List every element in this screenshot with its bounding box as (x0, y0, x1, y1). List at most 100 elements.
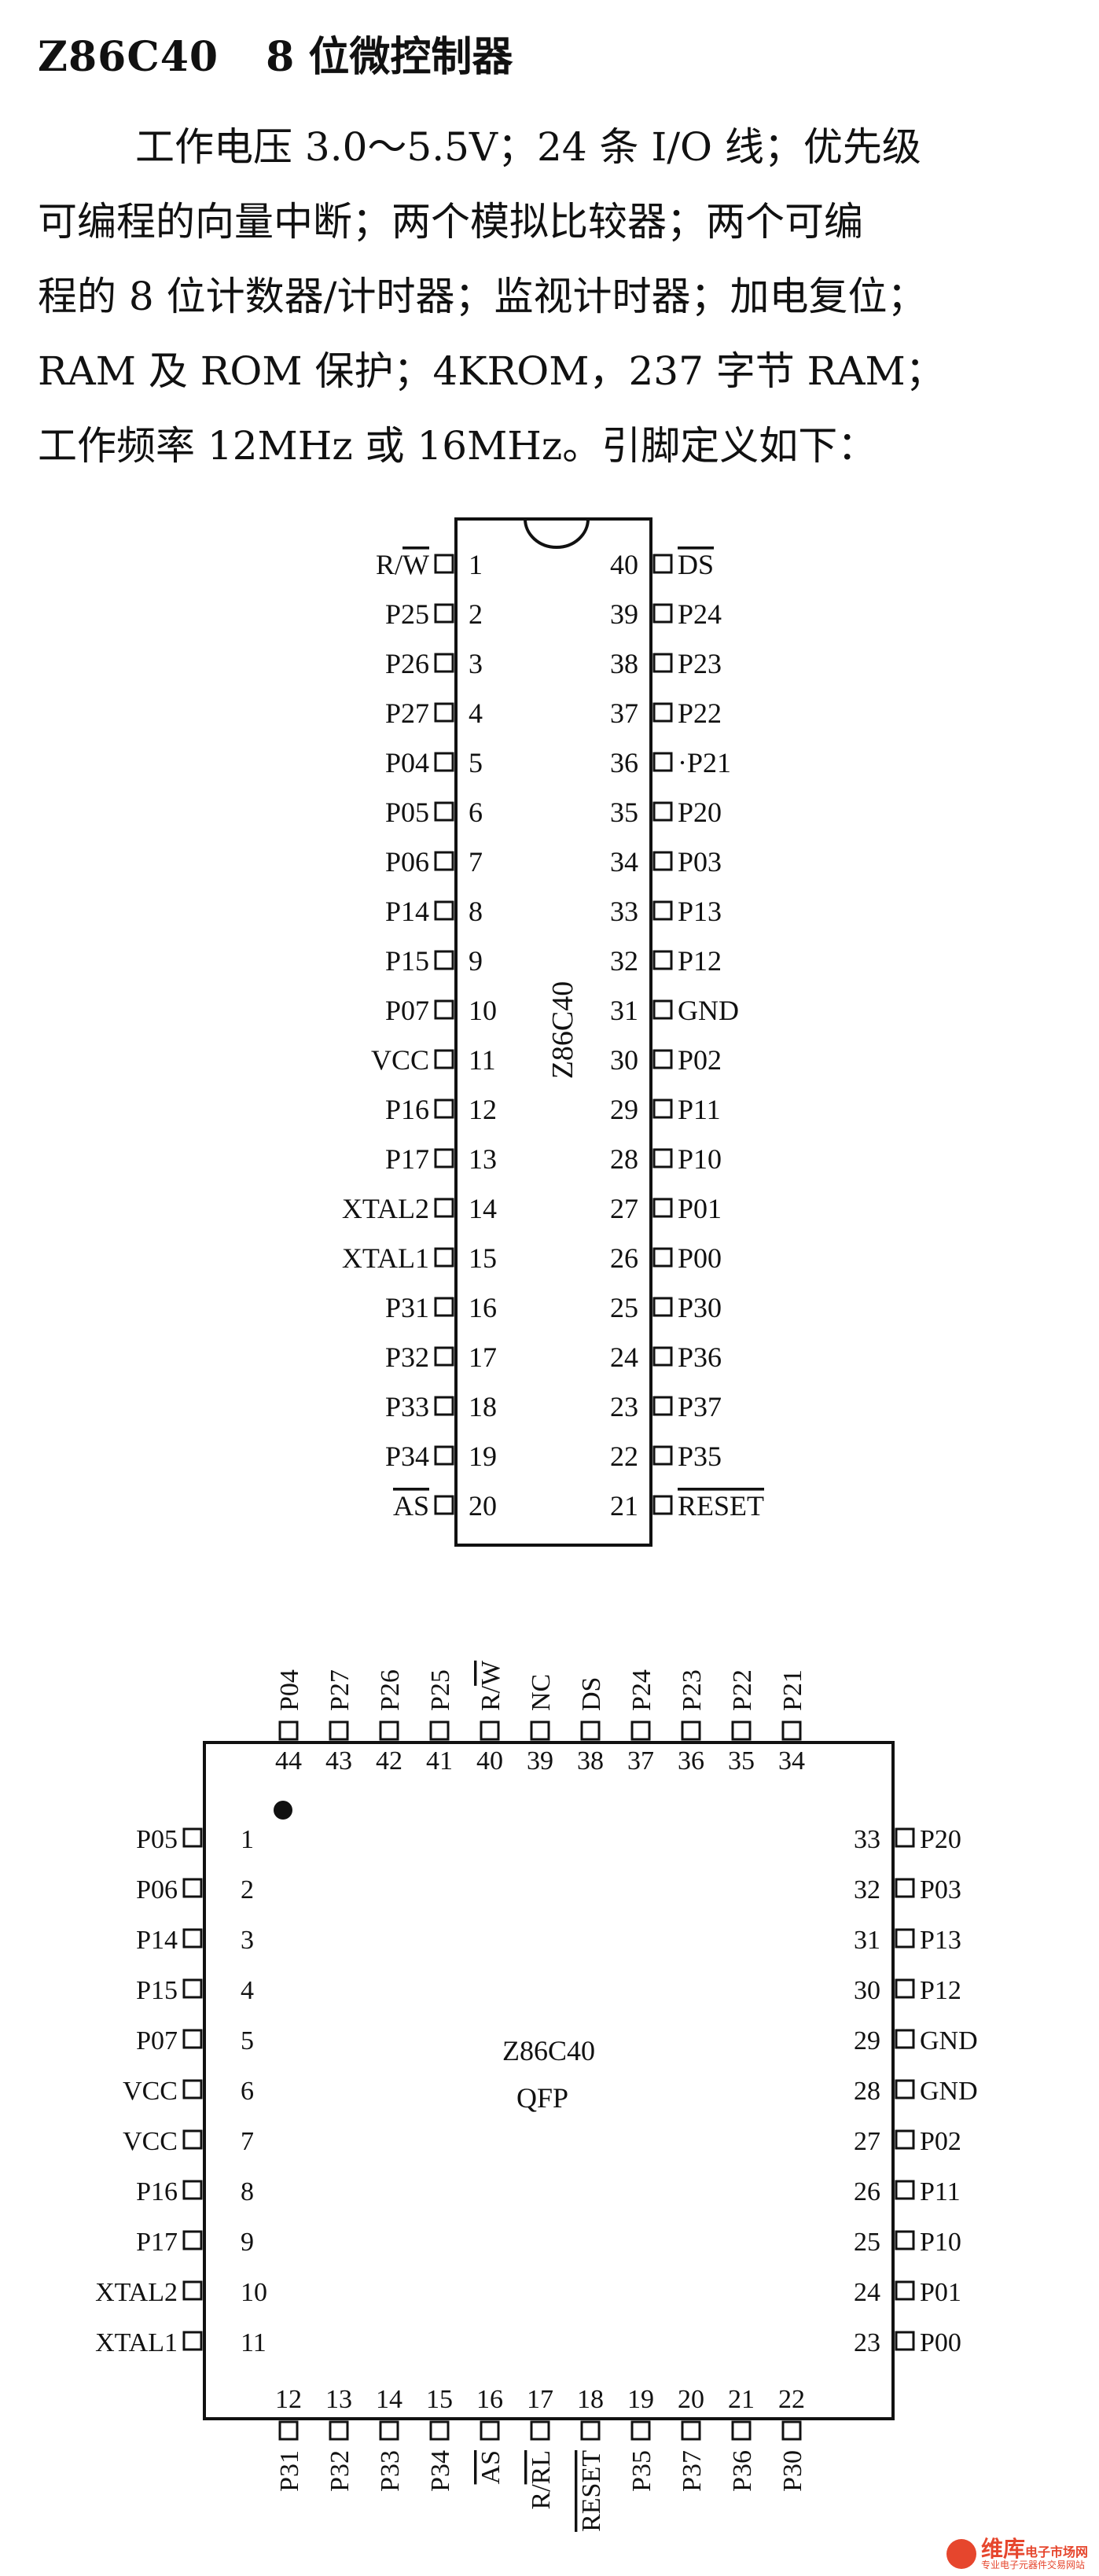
watermark-brand: 维库电子市场网 (980, 2536, 1088, 2562)
dip-pin-number: 17 (469, 1341, 497, 1373)
qfp-pin-number: 16 (476, 2385, 503, 2414)
dip-pin-number: 37 (610, 697, 638, 729)
qfp-pin-pad (781, 1720, 802, 1741)
qfp-pin-number: 15 (426, 2385, 453, 2414)
qfp-pin-pad (681, 1720, 701, 1741)
dip-pin-number: 25 (610, 1292, 638, 1323)
dip-pin-number: 21 (610, 1490, 638, 1522)
qfp-pin-pad (895, 2230, 915, 2250)
dip-pin-name: R/W (376, 549, 429, 580)
dip-pin-name: P26 (385, 648, 429, 679)
qfp-pin-name: P01 (920, 2278, 961, 2307)
dip-pin-pad (434, 554, 454, 574)
qfp-pin-name: AS (476, 2450, 505, 2484)
qfp-pin-pad (379, 1720, 399, 1741)
qfp-pin-number: 33 (854, 1825, 880, 1854)
dip-pin-pad (434, 1445, 454, 1466)
dip-pin-number: 39 (610, 598, 638, 630)
description-line: 可编程的向量中断；两个模拟比较器；两个可编 (38, 199, 863, 245)
dip-pin-number: 8 (469, 896, 483, 927)
qfp-pin-number: 5 (241, 2026, 254, 2055)
qfp-pin-name: P16 (136, 2177, 178, 2206)
dip-pin-pad (652, 1297, 673, 1317)
qfp-pin-number: 6 (241, 2077, 254, 2106)
dip-pin-name: RESET (678, 1490, 764, 1522)
dip-pin-number: 36 (610, 747, 638, 778)
dip-pin-pad (434, 1148, 454, 1168)
dip-pin-name: DS (678, 549, 714, 580)
dip-notch (524, 518, 590, 549)
dip-pin-name: P04 (385, 747, 429, 778)
qfp-pin-name: P33 (376, 2450, 405, 2492)
dip-pin-pad (652, 1049, 673, 1069)
qfp-pin-number: 19 (627, 2385, 654, 2414)
qfp-pin-number: 10 (241, 2278, 267, 2307)
qfp-pin-name: P20 (920, 1825, 961, 1854)
qfp-pin-pad (530, 2420, 550, 2441)
dip-pin-pad (652, 999, 673, 1020)
dip-pin-number: 4 (469, 697, 483, 729)
qfp-pin-number: 30 (854, 1976, 880, 2005)
qfp-pin-pad (278, 1720, 299, 1741)
qfp-pin-number: 31 (854, 1926, 880, 1955)
dip-pin-number: 16 (469, 1292, 497, 1323)
qfp-pin-name: P12 (920, 1976, 961, 2005)
dip-pin-pad (434, 1495, 454, 1515)
qfp-pin-pad (182, 2029, 203, 2049)
dip-pin-name: P30 (678, 1292, 722, 1323)
qfp-package-label: QFP (516, 2082, 568, 2114)
dip-pin-pad (434, 1396, 454, 1416)
dip-pin-pad (434, 1247, 454, 1268)
dip-pin-pad (652, 1098, 673, 1119)
dip-pin-name: P15 (385, 945, 429, 977)
dip-pin-name: P31 (385, 1292, 429, 1323)
qfp-pin-pad (895, 1978, 915, 1999)
qfp-pin-number: 2 (241, 1875, 254, 1904)
qfp-pin-number: 12 (275, 2385, 302, 2414)
dip-pin-number: 2 (469, 598, 483, 630)
qfp-pin-number: 39 (527, 1746, 553, 1776)
dip-pin-name: P24 (678, 598, 722, 630)
qfp-pin-name: /RESET (577, 2450, 606, 2532)
dip-pin-pad (434, 801, 454, 822)
qfp-pin-number: 11 (241, 2328, 266, 2357)
qfp-pin-name: P07 (136, 2026, 178, 2055)
qfp-pin-number: 9 (241, 2228, 254, 2257)
dip-pin-number: 30 (610, 1044, 638, 1076)
dip-pin-name: P12 (678, 945, 722, 977)
dip-pin-name: AS (393, 1490, 429, 1522)
qfp-pin-number: 7 (241, 2127, 254, 2156)
qfp-pin-name: XTAL1 (95, 2328, 178, 2357)
dip-pin-number: 6 (469, 797, 483, 828)
pin1-dot-icon (274, 1801, 292, 1820)
qfp-pin-name: P26 (376, 1669, 405, 1711)
qfp-pin-number: 20 (678, 2385, 704, 2414)
qfp-pin-name: XTAL2 (95, 2278, 178, 2307)
qfp-chip-label: Z86C40 (502, 2035, 595, 2066)
description-line: RAM 及 ROM 保护；4KROM，237 字节 RAM； (38, 348, 945, 394)
qfp-pin-number: 21 (728, 2385, 755, 2414)
dip-pin-pad (652, 702, 673, 723)
qfp-pin-name: P22 (728, 1669, 757, 1711)
dip-pin-name: P17 (385, 1143, 429, 1175)
dip-pin-number: 11 (469, 1044, 496, 1076)
description-line: 工作电压 3.0～5.5V；24 条 I/O 线；优先级 (135, 124, 921, 170)
dip-pin-number: 23 (610, 1391, 638, 1422)
qfp-pin-number: 25 (854, 2228, 880, 2257)
dip-pin-pad (434, 900, 454, 921)
qfp-pin-name: VCC (123, 2077, 178, 2106)
dip-pin-name: P11 (678, 1094, 721, 1125)
dip-pin-number: 27 (610, 1193, 638, 1224)
dip-pin-pad (434, 603, 454, 624)
qfp-pin-name: R/RL (527, 2450, 556, 2510)
qfp-pin-name: R/W (476, 1660, 505, 1711)
qfp-pin-name: P30 (778, 2450, 807, 2492)
qfp-pin-number: 29 (854, 2026, 880, 2055)
qfp-pin-number: 36 (678, 1746, 704, 1776)
qfp-pin-number: 1 (241, 1825, 254, 1854)
qfp-pin-number: 42 (376, 1746, 402, 1776)
qfp-pin-pad (182, 2079, 203, 2099)
dip-pin-name: P36 (678, 1341, 722, 1373)
dip-pin-pad (434, 1098, 454, 1119)
qfp-pin-name: P00 (920, 2328, 961, 2357)
